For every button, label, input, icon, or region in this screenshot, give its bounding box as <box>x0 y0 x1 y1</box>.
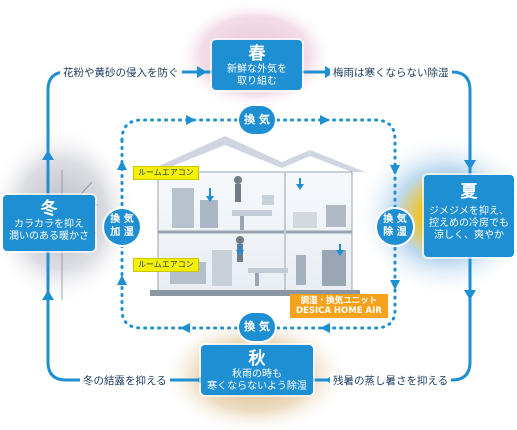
ventilation-humidify-badge: 換 気 加 湿 <box>104 209 140 245</box>
caption-top-right: 梅雨は寒くならない除湿 <box>330 65 452 80</box>
autumn-desc-line1: 秋雨の時も <box>232 369 282 380</box>
winter-title: 冬 <box>40 199 58 219</box>
autumn-season-box: 秋 秋雨の時も 寒くならないよう除湿 <box>201 345 313 395</box>
autumn-desc-line2: 寒くならないよう除湿 <box>207 381 307 392</box>
ventilation-top-label: 換 気 <box>244 113 270 126</box>
left-badge-line1: 換 気 <box>110 214 134 225</box>
caption-top-left: 花粉や黄砂の侵入を防ぐ <box>60 65 182 80</box>
ventilation-dehumidify-badge: 換 気 除 湿 <box>377 209 413 245</box>
summer-season-box: 夏 ジメジメを抑え、 控えめの冷房でも 涼しく、爽やか <box>424 175 514 257</box>
spring-desc-line1: 新鮮な外気を <box>227 64 287 75</box>
right-badge-line1: 換 気 <box>383 214 407 225</box>
unit-label-line2: DESICA HOME AIR <box>296 306 382 316</box>
ventilation-bottom-label: 換 気 <box>244 320 270 333</box>
left-badge-line2: 加 湿 <box>110 227 134 238</box>
winter-desc-line1: カラカラを抑え <box>14 219 84 230</box>
ventilation-badge-bottom: 換 気 <box>239 313 275 341</box>
winter-desc-line2: 潤いのある暖かさ <box>9 231 89 242</box>
spring-desc-line2: 取り組む <box>237 76 277 87</box>
ventilation-badge-top: 換 気 <box>239 106 275 134</box>
autumn-title: 秋 <box>248 349 266 369</box>
room-ac-lower-label: ルームエアコン <box>133 258 199 272</box>
desica-unit-label: 調湿・換気ユニット DESICA HOME AIR <box>290 294 388 318</box>
caption-bottom-left: 冬の結露を抑える <box>80 373 170 388</box>
summer-desc-line2: 控えめの冷房でも <box>429 218 509 229</box>
winter-season-box: 冬 カラカラを抑え 潤いのある暖かさ <box>3 195 95 251</box>
spring-title: 春 <box>248 44 266 64</box>
right-badge-line2: 除 湿 <box>383 227 407 238</box>
unit-label-line1: 調湿・換気ユニット <box>300 296 378 306</box>
caption-bottom-right: 残暑の蒸し暑さを抑える <box>330 373 452 388</box>
summer-desc-line1: ジメジメを抑え、 <box>429 206 509 217</box>
summer-title: 夏 <box>460 182 478 202</box>
house-cutaway <box>150 136 365 296</box>
room-ac-upper-label: ルームエアコン <box>133 166 199 180</box>
outer-cycle-loop <box>46 70 472 382</box>
summer-desc-line3: 涼しく、爽やか <box>434 230 504 241</box>
inner-ventilation-loop <box>120 118 397 330</box>
spring-season-box: 春 新鮮な外気を 取り組む <box>212 40 302 90</box>
inner-loop-arrows <box>117 115 400 333</box>
